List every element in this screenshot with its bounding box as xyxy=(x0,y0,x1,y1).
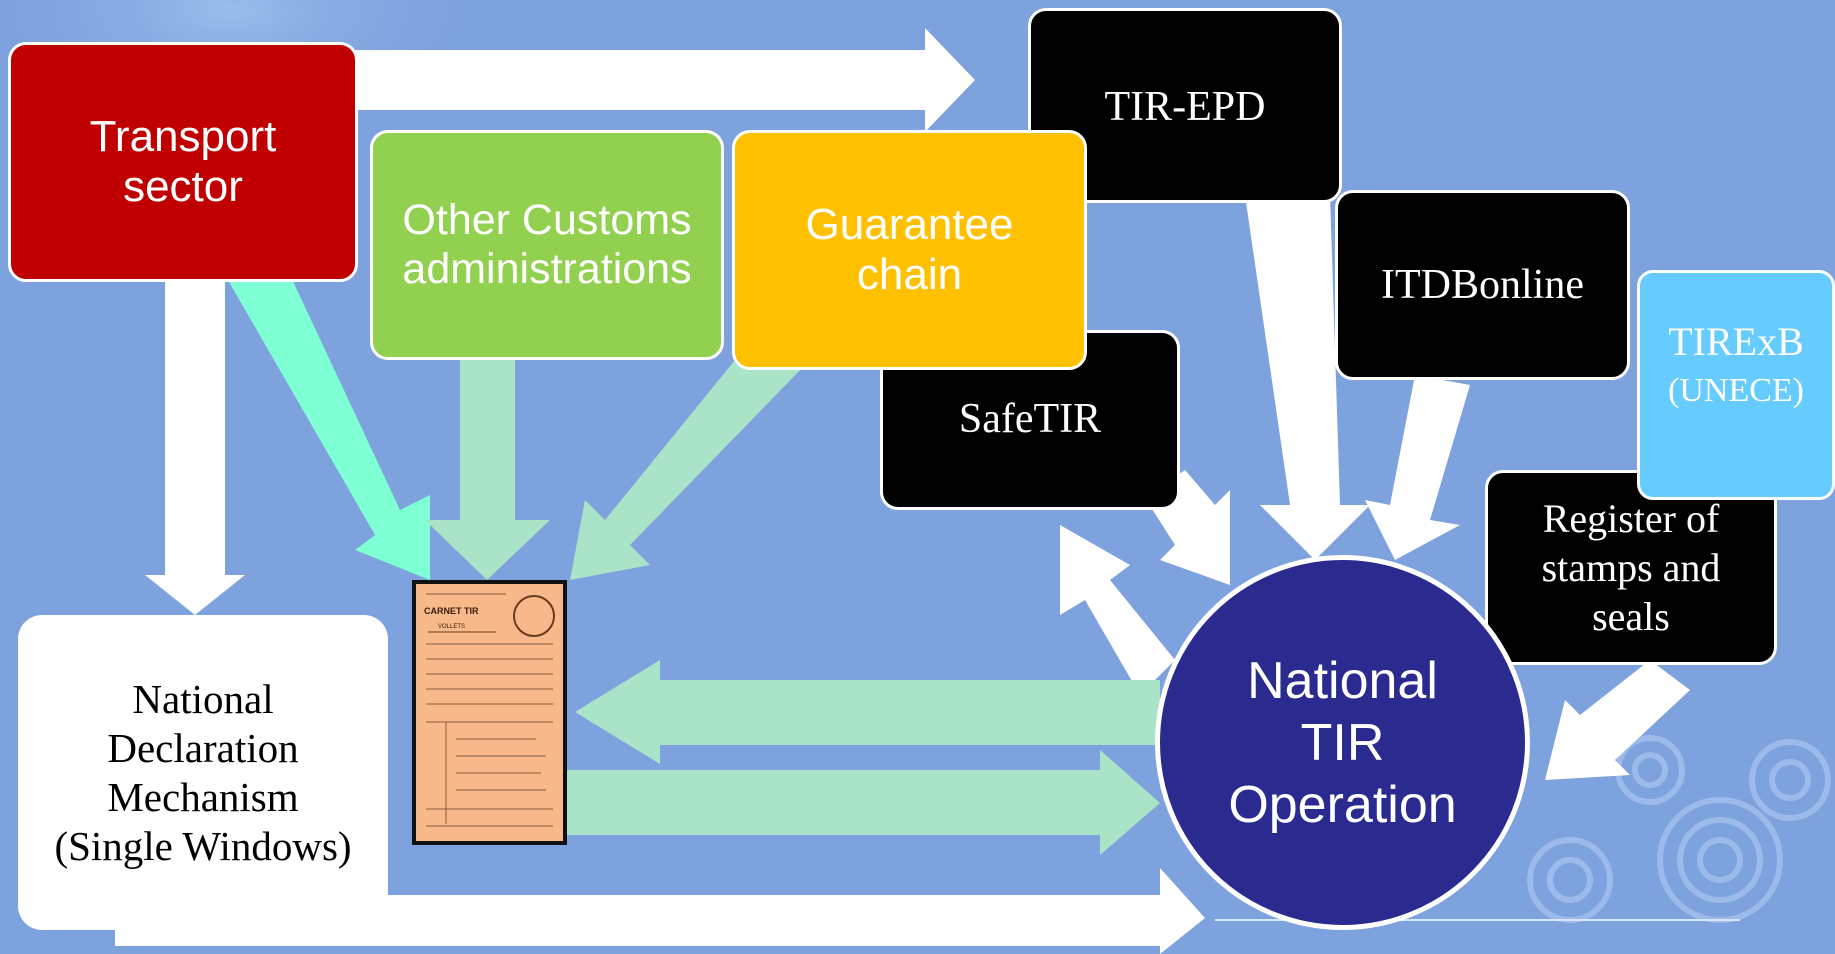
arrows-mint xyxy=(225,275,1160,855)
arrow-national-op-to-safetir xyxy=(1060,525,1175,695)
arrow-transport-to-declaration xyxy=(145,275,245,615)
customs-line1: Other Customs xyxy=(402,196,692,244)
arrow-carnet-to-national-op xyxy=(565,750,1160,855)
customs-line2: administrations xyxy=(402,245,692,293)
carnet-form-lines xyxy=(426,593,555,827)
carnet-tir-document: CARNET TIR VOLLETS xyxy=(412,580,567,845)
national-op-line1: National xyxy=(1247,651,1438,710)
node-transport-sector: Transport sector xyxy=(8,42,358,282)
arrow-national-op-to-carnet xyxy=(575,660,1160,764)
arrow-declaration-to-national-op xyxy=(115,868,1205,954)
itdb-label: ITDBonline xyxy=(1381,262,1584,308)
arrow-register-to-national-op xyxy=(1545,660,1690,780)
transport-line1: Transport xyxy=(89,112,277,161)
decl-line3: Mechanism xyxy=(107,773,299,820)
arrow-tir-epd-to-national-op xyxy=(1245,195,1370,560)
carnet-subtitle: VOLLETS xyxy=(438,624,466,630)
node-register-stamps-seals: Register of stamps and seals xyxy=(1485,470,1777,665)
tir-epd-label: TIR-EPD xyxy=(1104,84,1266,130)
arrow-transport-to-carnet xyxy=(225,275,430,580)
arrows-white xyxy=(115,28,1690,954)
node-other-customs: Other Customs administrations xyxy=(370,130,724,360)
national-op-line3: Operation xyxy=(1228,775,1457,834)
arrow-customs-to-carnet xyxy=(425,360,550,580)
arrow-guarantee-to-carnet xyxy=(570,360,805,580)
arrow-transport-to-tir-epd xyxy=(350,28,975,132)
node-national-tir-operation: National TIR Operation xyxy=(1155,555,1530,930)
guarantee-line2: chain xyxy=(856,250,963,299)
safetir-label: SafeTIR xyxy=(958,396,1102,442)
node-guarantee-chain: Guarantee chain xyxy=(732,130,1087,370)
carnet-title: CARNET TIR xyxy=(424,606,479,616)
decl-line2: Declaration xyxy=(107,724,299,771)
register-line2: stamps and xyxy=(1541,545,1721,590)
register-line1: Register of xyxy=(1542,496,1720,541)
transport-line2: sector xyxy=(123,162,243,211)
node-itdbonline: ITDBonline xyxy=(1335,190,1630,380)
node-tirexb: TIRExB (UNECE) xyxy=(1637,270,1835,500)
node-tir-epd: TIR-EPD xyxy=(1028,8,1342,203)
decl-line4: (Single Windows) xyxy=(54,822,352,869)
register-line3: seals xyxy=(1592,594,1670,639)
decl-line1: National xyxy=(132,675,274,722)
national-op-line2: TIR xyxy=(1300,713,1385,772)
tirexb-line1: TIRExB xyxy=(1668,319,1804,364)
tirexb-line2: (UNECE) xyxy=(1668,372,1804,409)
guarantee-line1: Guarantee xyxy=(805,200,1014,249)
node-national-declaration: National Declaration Mechanism (Single W… xyxy=(18,615,388,930)
arrow-itdb-to-national-op xyxy=(1365,375,1470,560)
